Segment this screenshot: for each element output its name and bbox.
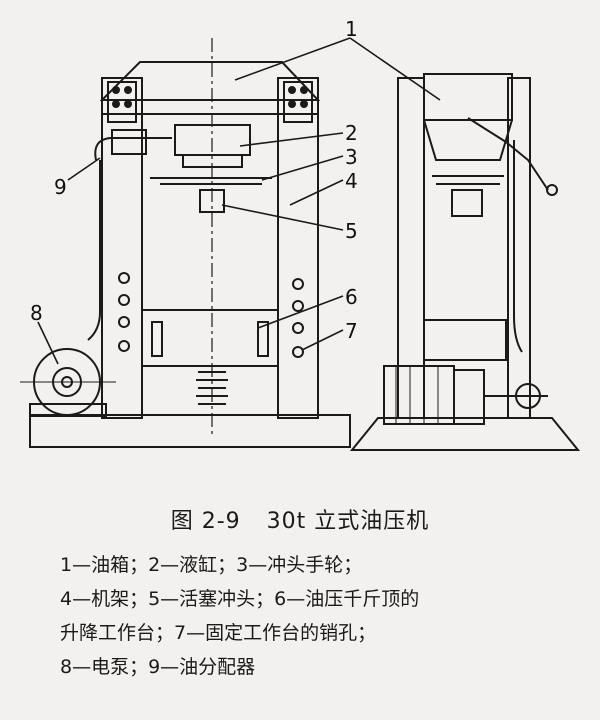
- callout-5: 5: [345, 219, 358, 243]
- callout-1: 1: [345, 17, 358, 41]
- side-base: [349, 417, 581, 451]
- callout-6: 6: [345, 285, 358, 309]
- callout-8: 8: [30, 301, 43, 325]
- legend-line-4: 8—电泵；9—油分配器: [60, 656, 256, 678]
- legend-line-2: 4—机架；5—活塞冲头；6—油压千斤顶的: [60, 588, 420, 610]
- distributor: [111, 129, 147, 155]
- side-view: [349, 73, 581, 451]
- callout-9: 9: [54, 175, 67, 199]
- press-diagram: 1 2 3 4 5 6 7 8 9: [20, 17, 581, 451]
- right-column: [277, 77, 319, 419]
- left-column: [101, 77, 143, 419]
- front-view: [20, 38, 351, 448]
- callout-3: 3: [345, 145, 358, 169]
- lifting-table: [141, 309, 279, 367]
- leader-lines: [37, 37, 441, 365]
- front-base: [29, 414, 351, 448]
- figure-caption: 图 2-9 30t 立式油压机: [0, 503, 600, 535]
- top-beam: [101, 99, 319, 115]
- side-motor: [383, 365, 548, 425]
- pin-holes: [118, 272, 304, 358]
- side-oil-tank: [423, 73, 513, 121]
- electric-pump: [20, 348, 116, 417]
- figure-title: 30t 立式油压机: [266, 509, 430, 534]
- callout-7: 7: [345, 319, 358, 343]
- callout-4: 4: [345, 169, 358, 193]
- callout-2: 2: [345, 121, 358, 145]
- legend-line-3: 升降工作台；7—固定工作台的销孔；: [60, 622, 377, 644]
- figure-number: 图 2-9: [170, 509, 241, 534]
- legend-line-1: 1—油箱；2—液缸；3—冲头手轮；: [60, 554, 363, 576]
- figure-legend: 1—油箱；2—液缸；3—冲头手轮； 4—机架；5—活塞冲头；6—油压千斤顶的 升…: [60, 548, 580, 684]
